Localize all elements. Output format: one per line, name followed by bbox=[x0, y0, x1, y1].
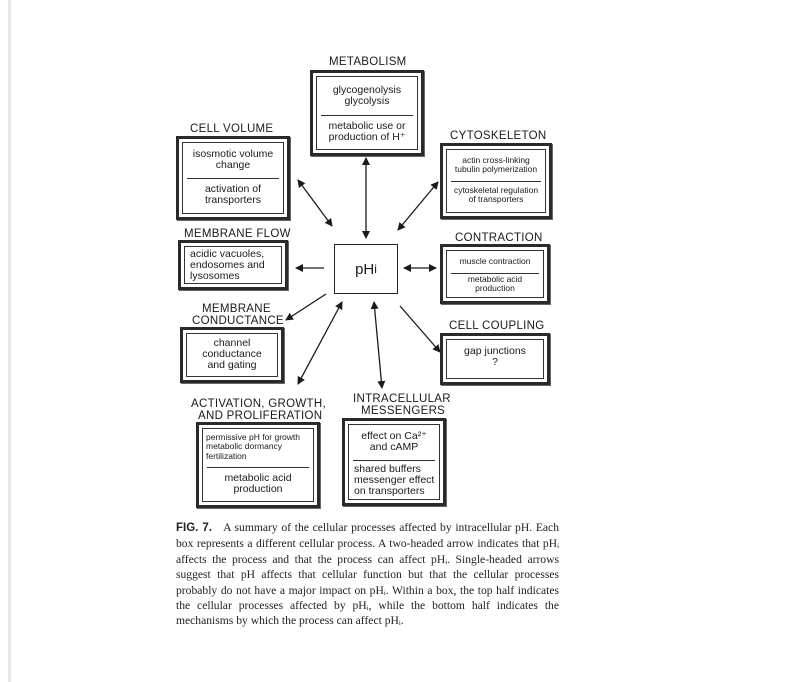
phi-label: pH bbox=[355, 260, 375, 278]
figure-label: FIG. 7. bbox=[176, 522, 212, 534]
cytoskeleton-title: CYTOSKELETON bbox=[450, 130, 547, 142]
cell-coupling-title: CELL COUPLING bbox=[449, 320, 545, 332]
cell-volume-divider bbox=[187, 178, 279, 179]
activation-title-line2: AND PROLIFERATION bbox=[198, 410, 323, 422]
activation-top: permissive pH for growth metabolic dorma… bbox=[206, 431, 301, 461]
messengers-bottom: shared buffers messenger effect on trans… bbox=[354, 462, 435, 497]
metabolism-box: glycogenolysis glycolysis metabolic use … bbox=[310, 70, 424, 156]
messengers-box: effect on Ca²⁺ and cAMP shared buffers m… bbox=[342, 418, 446, 506]
contraction-title: CONTRACTION bbox=[455, 232, 543, 244]
metabolism-top: glycogenolysis glycolysis bbox=[332, 84, 402, 107]
contraction-bottom: metabolic acid production bbox=[467, 273, 523, 293]
cell-volume-title: CELL VOLUME bbox=[190, 123, 274, 135]
metabolism-title: METABOLISM bbox=[329, 56, 407, 68]
contraction-divider bbox=[451, 273, 539, 274]
membrane-conductance-box: channel conductance and gating bbox=[180, 327, 284, 383]
activation-divider bbox=[207, 467, 309, 468]
membrane-conductance-title-line1: MEMBRANE bbox=[202, 303, 271, 315]
cytoskeleton-box: actin cross-linking tubulin polymerizati… bbox=[440, 143, 552, 219]
activation-title-line1: ACTIVATION, GROWTH, bbox=[191, 398, 326, 410]
cell-coupling-box: gap junctions ? bbox=[440, 333, 550, 385]
activation-bottom: metabolic acid production bbox=[224, 472, 292, 495]
membrane-flow-title: MEMBRANE FLOW bbox=[184, 228, 291, 240]
membrane-conductance-top: channel conductance and gating bbox=[202, 336, 262, 371]
arrow-activation bbox=[297, 301, 343, 385]
cell-volume-top: isosmotic volume change bbox=[192, 148, 274, 171]
membrane-flow-box: acidic vacuoles, endosomes and lysosomes bbox=[178, 240, 288, 290]
activation-box: permissive pH for growth metabolic dorma… bbox=[196, 422, 320, 508]
cytoskeleton-divider bbox=[451, 181, 541, 182]
figure-caption: FIG. 7. A summary of the cellular proces… bbox=[176, 520, 559, 629]
phi-subscript: i bbox=[374, 262, 377, 276]
cell-coupling-top: gap junctions ? bbox=[464, 345, 526, 368]
arrow-membrane-conductance bbox=[285, 293, 327, 321]
arrow-messengers bbox=[370, 301, 386, 389]
contraction-top: muscle contraction bbox=[459, 255, 531, 266]
cytoskeleton-top: actin cross-linking tubulin polymerizati… bbox=[454, 154, 538, 174]
page-edge bbox=[8, 0, 11, 682]
membrane-conductance-title-line2: CONDUCTANCE bbox=[192, 315, 284, 327]
arrow-cell-coupling bbox=[399, 305, 441, 353]
messengers-title-line2: MESSENGERS bbox=[361, 405, 446, 417]
contraction-box: muscle contraction metabolic acid produc… bbox=[440, 244, 550, 304]
cell-volume-bottom: activation of transporters bbox=[204, 183, 262, 206]
messengers-divider bbox=[353, 460, 435, 461]
caption-text: A summary of the cellular processes affe… bbox=[176, 521, 559, 628]
cytoskeleton-bottom: cytoskeletal regulation of transporters bbox=[453, 184, 539, 204]
membrane-flow-top: acidic vacuoles, endosomes and lysosomes bbox=[190, 247, 265, 282]
metabolism-bottom: metabolic use or production of H⁺ bbox=[328, 120, 406, 143]
arrow-cell-volume bbox=[297, 179, 333, 227]
metabolism-divider bbox=[321, 115, 413, 116]
arrow-cytoskeleton bbox=[397, 181, 439, 231]
messengers-title-line1: INTRACELLULAR bbox=[353, 393, 451, 405]
messengers-top: effect on Ca²⁺ and cAMP bbox=[361, 430, 427, 453]
cell-volume-box: isosmotic volume change activation of tr… bbox=[176, 136, 290, 220]
